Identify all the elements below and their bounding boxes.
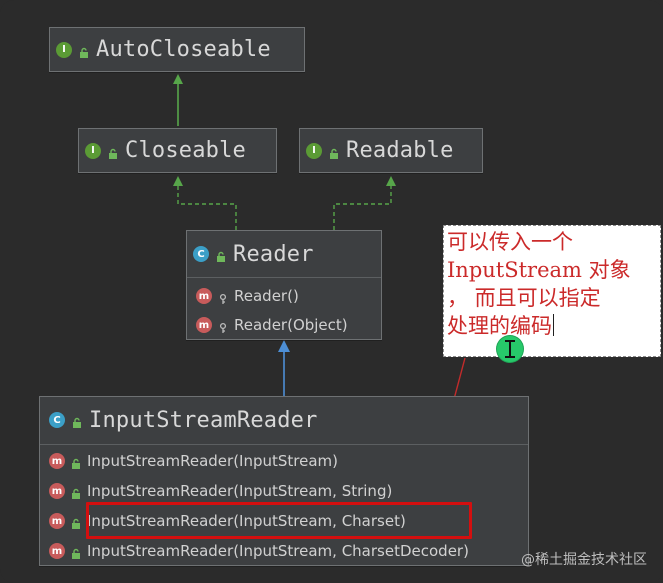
public-visibility-icon [70,515,82,529]
note-line: ， 而且可以指定 [447,286,601,310]
interface-icon: I [56,41,72,58]
reader-class-box[interactable]: C Reader m Reader() m Reader(Object) [186,230,382,340]
public-visibility-icon [71,414,83,428]
implements-reader-closeable [173,176,237,230]
closeable-interface-box[interactable]: I Closeable [78,128,277,173]
interface-icon: I [85,142,101,159]
method-icon: m [49,483,65,499]
reader-member-label: Reader(Object) [234,316,348,334]
method-icon: m [49,513,65,529]
public-visibility-icon [70,485,82,499]
inputstreamreader-class-box[interactable]: C InputStreamReader m InputStreamReader(… [39,396,529,566]
public-visibility-icon [107,145,119,159]
inputstreamreader-member-row[interactable]: m InputStreamReader(InputStream, Charset… [40,541,528,561]
readable-interface-box[interactable]: I Readable [299,128,483,173]
public-visibility-icon [328,145,340,159]
watermark: @稀土掘金技术社区 [521,552,647,568]
autocloseable-title: AutoCloseable [96,37,271,62]
note-line: 可以传入一个 [447,230,573,254]
inputstreamreader-member-label: InputStreamReader(InputStream) [87,452,339,470]
reader-header: C Reader [187,231,381,277]
method-icon: m [49,453,65,469]
class-icon: C [193,246,209,262]
text-caret [553,314,554,336]
annotation-note[interactable]: 可以传入一个 InputStream 对象 ， 而且可以指定 处理的编码 [443,225,661,357]
autocloseable-interface-box[interactable]: I AutoCloseable [49,27,305,72]
implements-reader-readable [333,176,396,230]
closeable-title: Closeable [125,138,247,163]
reader-member-row[interactable]: m Reader() [187,286,381,306]
method-icon: m [49,543,65,559]
public-visibility-icon [70,545,82,559]
inputstreamreader-title: InputStreamReader [89,407,318,433]
inputstreamreader-member-row[interactable]: m InputStreamReader(InputStream, String) [40,481,528,501]
readable-header: I Readable [300,129,482,172]
inputstreamreader-member-row[interactable]: m InputStreamReader(InputStream, Charset… [40,511,528,531]
class-icon: C [49,412,65,428]
reader-member-label: Reader() [234,287,299,305]
inputstreamreader-member-row[interactable]: m InputStreamReader(InputStream) [40,451,528,471]
interface-icon: I [306,142,322,159]
autocloseable-header: I AutoCloseable [50,28,304,71]
inputstreamreader-member-label: InputStreamReader(InputStream, CharsetDe… [87,542,469,560]
inputstreamreader-member-label: InputStreamReader(InputStream, String) [87,482,393,500]
reader-divider [187,277,381,278]
closeable-header: I Closeable [79,129,276,172]
readable-title: Readable [346,138,454,163]
public-visibility-icon [70,455,82,469]
constructor-highlight-box [86,502,472,539]
public-visibility-icon [78,44,90,58]
note-line-text: 处理的编码 [447,314,552,338]
protected-key-icon [217,290,229,304]
method-icon: m [196,288,212,304]
note-line: InputStream 对象 [447,258,631,282]
inputstreamreader-divider [40,444,528,445]
ibeam-cursor-icon [505,340,515,358]
method-icon: m [196,317,212,333]
note-line-last: 处理的编码 [447,312,660,340]
reader-member-row[interactable]: m Reader(Object) [187,315,381,335]
inputstreamreader-header: C InputStreamReader [40,397,528,443]
protected-key-icon [217,319,229,333]
reader-title: Reader [233,241,314,267]
public-visibility-icon [215,248,227,262]
inputstreamreader-member-label: InputStreamReader(InputStream, Charset) [87,512,406,530]
